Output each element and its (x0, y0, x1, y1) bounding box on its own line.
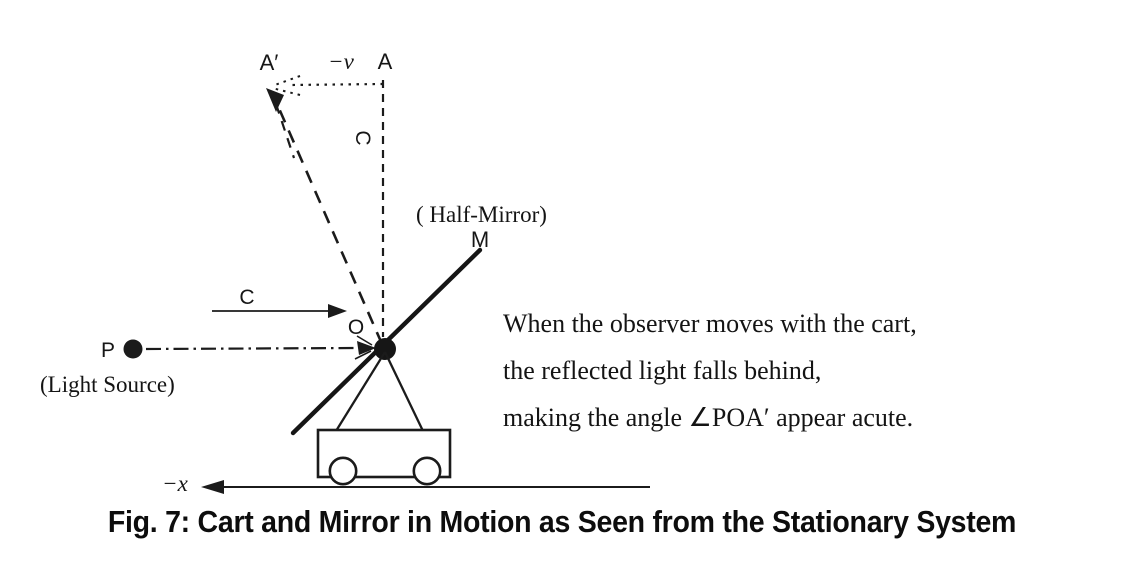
annotation-line-2: the reflected light falls behind, (503, 356, 822, 385)
light-source-dot (123, 339, 143, 359)
point-a-prime-label: A′ (260, 50, 279, 75)
arrow-whisker-lower (354, 350, 372, 360)
dotted-arrow-lower-wing (271, 87, 301, 96)
arrowhead-at-o (357, 341, 376, 355)
dash-dot-ray-p-to-o (145, 346, 359, 351)
mount-leg-left (335, 351, 386, 432)
velocity-arrow-c-head (328, 304, 347, 318)
dashed-ray-o-to-a-prime (272, 96, 384, 345)
minus-x-axis-label: −x (162, 471, 189, 496)
dotted-arrow-upper-wing (271, 75, 301, 87)
speed-c-horizontal-label: C (239, 286, 254, 309)
light-source-caption: (Light Source) (40, 372, 175, 397)
speed-c-vertical-label: C (351, 130, 374, 145)
arrowhead-at-a-prime (266, 88, 284, 112)
half-mirror-caption: ( Half-Mirror) (416, 202, 547, 227)
arrow-whisker-upper (356, 335, 373, 346)
cart-wheel-right (412, 456, 442, 486)
point-a-label: A (378, 49, 393, 74)
dashed-ray-secondary-stroke (274, 103, 296, 159)
figure-caption: Fig. 7: Cart and Mirror in Motion as See… (107, 504, 1017, 539)
ground-axis-arrowhead (201, 480, 224, 494)
dotted-line-a-to-a-prime (289, 82, 384, 87)
mirror-m-label: M (471, 227, 489, 252)
annotation-line-1: When the observer moves with the cart, (503, 309, 917, 338)
annotation-text-block: When the observer moves with the cart, t… (503, 300, 917, 441)
point-p-label: P (101, 339, 115, 362)
minus-v-label: −v (328, 49, 355, 74)
point-o-blob (374, 338, 396, 360)
cart-wheel-left (328, 456, 358, 486)
point-o-label: O (348, 316, 364, 339)
mount-leg-right (383, 351, 425, 432)
annotation-line-3: making the angle ∠POA′ appear acute. (503, 403, 914, 432)
